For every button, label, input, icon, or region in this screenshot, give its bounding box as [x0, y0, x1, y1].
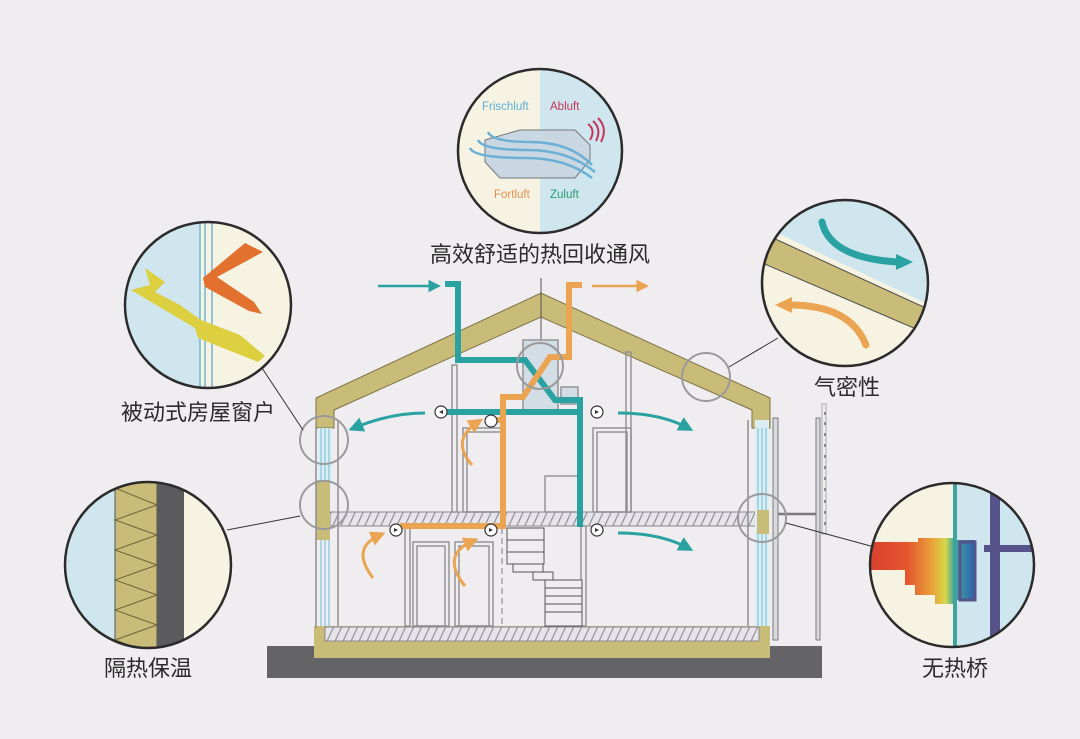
- frischluft-label: Frischluft: [482, 101, 529, 113]
- outside-air-arrow: [818, 218, 902, 266]
- heat-reflection-arrow: [203, 243, 263, 314]
- callout-ventilation: Frischluft Abluft Fortluft Zuluft 高效舒适的热…: [430, 67, 650, 268]
- staircase: [506, 527, 583, 627]
- detail-indicator-circles: [299, 342, 787, 543]
- callout-thermal-bridge: 无热桥: [868, 481, 1036, 682]
- structural-layer: [157, 482, 184, 648]
- airtight-label: 气密性: [814, 376, 880, 401]
- ground-floor-hatch: [324, 626, 760, 642]
- house-section: [226, 278, 879, 678]
- insulation-layer: [114, 482, 158, 648]
- thermal-bridge-label: 无热桥: [922, 657, 988, 682]
- callout-airtight: 气密性: [760, 198, 930, 401]
- extract-arrow-lower-left: [361, 531, 386, 579]
- fortluft-label: Fortluft: [494, 189, 531, 201]
- airtight-layer: [762, 231, 928, 336]
- inside-air-arrow: [786, 301, 870, 349]
- leader-lines: [226, 337, 879, 549]
- window-label: 被动式房屋窗户: [121, 401, 275, 426]
- interior-partitions: [404, 339, 632, 627]
- supply-air-duct: [441, 281, 583, 527]
- zuluft-label: Zuluft: [550, 189, 580, 201]
- right-wall-insulation: [757, 510, 769, 534]
- abluft-label: Abluft: [550, 101, 580, 113]
- extract-arrow-upper: [461, 418, 484, 466]
- frame-beam: [984, 545, 1034, 552]
- callout-window: 被动式房屋窗户: [121, 220, 293, 426]
- extract-arrow-lower-mid: [452, 537, 479, 587]
- sun-ray-arrow: [131, 268, 265, 362]
- left-wall-insulation: [316, 480, 330, 540]
- ventilation-label: 高效舒适的热回收通风: [430, 243, 650, 268]
- supply-arrow-lower-right: [617, 531, 694, 551]
- insulation-label: 隔热保温: [104, 657, 192, 682]
- supply-arrow-upper-right: [617, 411, 694, 431]
- supply-arrow-upper-left: [348, 411, 426, 432]
- frame-post: [990, 483, 1000, 647]
- thermal-gradient-connector: [870, 538, 975, 604]
- callout-insulation: 隔热保温: [63, 480, 233, 682]
- abluft-heat-icon: [587, 117, 605, 143]
- airflow-lines: [468, 131, 596, 179]
- heat-exchanger-core: [484, 129, 591, 179]
